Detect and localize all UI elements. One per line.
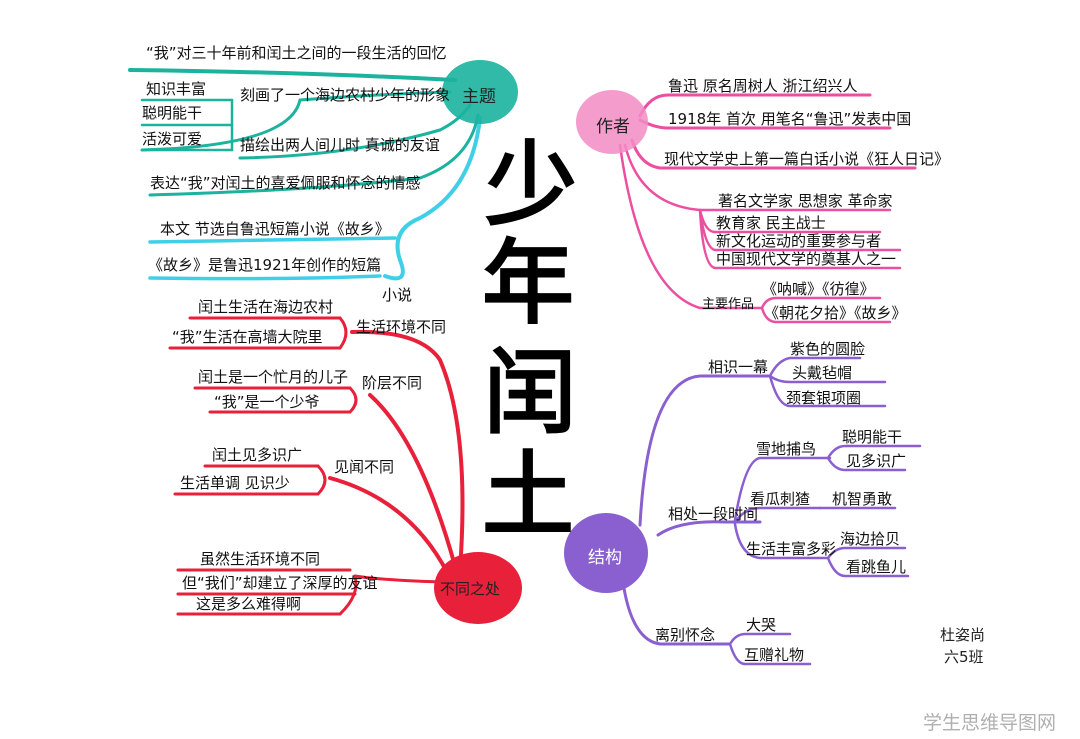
title-char-3: 闰: [484, 340, 577, 447]
theme-line-friendship: 描绘出两人间儿时 真诚的友谊: [240, 136, 440, 154]
differ-note-3: 这是多么难得啊: [196, 595, 302, 613]
title-char-4: 土: [482, 442, 575, 549]
author-line-movement: 新文化运动的重要参与者: [716, 232, 882, 250]
theme-line-guxiang: 《故乡》是鲁迅1921年创作的短篇: [148, 256, 382, 274]
author-line-name: 鲁迅 原名周树人 浙江绍兴人: [668, 77, 858, 95]
differ-note-1: 虽然生活环境不同: [200, 550, 321, 568]
author-line-educator: 教育家 民主战士: [716, 214, 826, 232]
author-node: [576, 90, 648, 154]
structure-branches: [620, 356, 922, 666]
differ-class-item-1: 闰土是一个忙月的儿子: [198, 368, 349, 386]
differ-class-label: 阶层不同: [362, 374, 423, 392]
theme-line-smart: 聪明能干: [142, 104, 203, 122]
differ-node: [434, 552, 522, 624]
structure-together-label: 相处一段时间: [668, 505, 759, 523]
author-works-label: 主要作品: [702, 297, 755, 312]
structure-farewell-item-2: 互赠礼物: [744, 646, 805, 664]
theme-line-excerpt: 本文 节选自鲁迅短篇小说《故乡》: [160, 220, 390, 238]
structure-meet-item-3: 颈套银项圈: [786, 389, 862, 407]
signature-name: 杜姿尚: [940, 626, 986, 644]
theme-line-novel: 小说: [382, 286, 413, 304]
structure-rich-label: 生活丰富多彩: [746, 540, 837, 558]
differ-knowledge-label: 见闻不同: [334, 458, 395, 476]
theme-line-knowledge: 知识丰富: [146, 80, 207, 98]
author-works-1: 《呐喊》《彷徨》: [762, 280, 875, 298]
differ-branches: [168, 316, 465, 616]
author-line-founder: 中国现代文学的奠基人之一: [716, 250, 897, 268]
theme-line-portray: 刻画了一个海边农村少年的形象: [240, 86, 451, 104]
structure-melon-item-1: 机智勇敢: [832, 490, 893, 508]
author-works-2: 《朝花夕拾》《故乡》: [764, 304, 907, 322]
differ-knowledge-item-2: 生活单调 见识少: [180, 474, 290, 492]
structure-bird-item-1: 聪明能干: [842, 428, 903, 446]
structure-node: [564, 513, 648, 593]
structure-farewell-label: 离别怀念: [655, 626, 716, 644]
differ-note-2: 但“我们”却建立了深厚的友谊: [182, 574, 378, 592]
title-char-1: 少: [485, 132, 578, 239]
structure-label: 结构: [588, 548, 622, 568]
differ-label: 不同之处: [440, 580, 501, 598]
structure-farewell-item-1: 大哭: [746, 616, 777, 634]
author-label: 作者: [596, 117, 630, 137]
signature-class: 六5班: [944, 648, 984, 666]
structure-meet-label: 相识一幕: [708, 358, 769, 376]
theme-node: [442, 60, 518, 124]
structure-bird-label: 雪地捕鸟: [756, 440, 817, 458]
differ-env-label: 生活环境不同: [356, 318, 447, 336]
structure-rich-item-1: 海边拾贝: [840, 530, 901, 548]
theme-branches: [128, 68, 482, 281]
differ-class-item-2: “我”是一个少爷: [214, 393, 320, 411]
author-line-1918: 1918年 首次 用笔名“鲁迅”发表中国: [668, 110, 912, 128]
author-line-madman: 现代文学史上第一篇白话小说《狂人日记》: [664, 150, 950, 168]
theme-line-emotion: 表达“我”对闰土的喜爱佩服和怀念的情感: [150, 174, 421, 192]
watermark: 学生思维导图网: [922, 712, 1056, 734]
theme-label: 主题: [462, 87, 496, 107]
title-char-2: 年: [482, 230, 575, 337]
structure-meet-item-2: 头戴毡帽: [792, 364, 853, 382]
structure-melon-label: 看瓜刺猹: [750, 490, 811, 508]
structure-meet-item-1: 紫色的圆脸: [790, 340, 866, 358]
structure-rich-item-2: 看跳鱼儿: [846, 558, 907, 576]
theme-line-recall: “我”对三十年前和闰土之间的一段生活的回忆: [146, 44, 447, 62]
differ-env-item-1: 闰土生活在海边农村: [198, 298, 334, 316]
theme-line-lively: 活泼可爱: [142, 130, 203, 148]
structure-bird-item-2: 见多识广: [846, 452, 907, 470]
differ-env-item-2: “我”生活在高墙大院里: [172, 328, 323, 346]
differ-knowledge-item-1: 闰土见多识广: [212, 446, 303, 464]
author-line-titles: 著名文学家 思想家 革命家: [718, 192, 893, 210]
